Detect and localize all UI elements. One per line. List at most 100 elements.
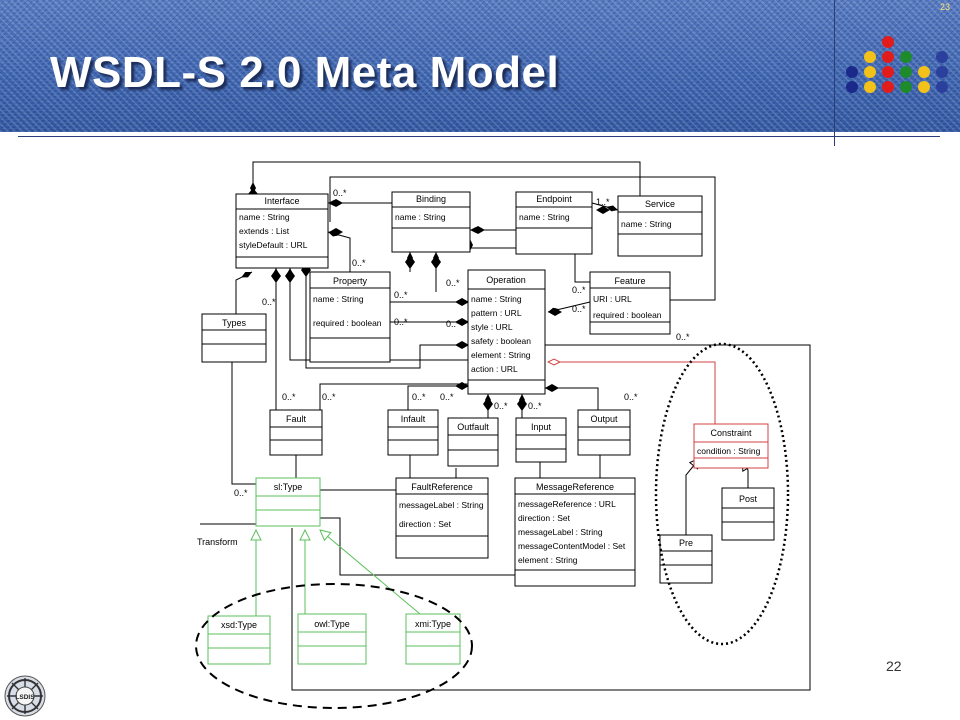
edge-feature-interface [329, 176, 716, 301]
logo-dot [882, 66, 894, 78]
logo-dot [864, 81, 876, 93]
edge-operation-interface-2 [303, 262, 468, 369]
logo-dot [936, 66, 948, 78]
class-feature: Feature URI : URL required : boolean [589, 271, 671, 335]
class-name: Output [590, 414, 618, 424]
edge-constraint-operation [548, 362, 716, 424]
class-name: xsd:Type [221, 620, 257, 630]
class-endpoint: Endpoint name : String [515, 191, 593, 255]
edge-pre-constraint [685, 458, 700, 535]
generalization-edges [256, 530, 421, 616]
logo-dot [936, 81, 948, 93]
class-attr: extends : List [239, 226, 290, 236]
header-vertical-divider [834, 0, 835, 146]
class-fault-reference: FaultReference messageLabel : String dir… [395, 477, 489, 559]
edge-types-interface [235, 271, 253, 314]
diamond-marker [545, 384, 559, 392]
slide-title: WSDL-S 2.0 Meta Model [50, 48, 560, 97]
multiplicity-label: 0..* [446, 278, 460, 288]
logo-dot [846, 81, 858, 93]
edge-operation-interface [287, 268, 468, 361]
class-input: Input [515, 417, 567, 463]
class-name: Input [531, 422, 552, 432]
edge-operation-constraint-frame [291, 344, 811, 691]
logo-text: LSDIS [15, 694, 35, 701]
class-attr: name : String [471, 294, 522, 304]
class-attr: messageContentModel : Set [518, 541, 626, 551]
edge-service-interface [250, 161, 641, 196]
multiplicity-label: 0..* [394, 317, 408, 327]
multiplicity-label: 0..* [352, 258, 366, 268]
class-interface: Interface name : String extends : List s… [235, 193, 329, 269]
class-attr: name : String [395, 212, 446, 222]
class-post: Post [721, 487, 775, 541]
class-infault: Infault [387, 409, 439, 456]
multiplicity-label: 0..* [394, 290, 408, 300]
multiplicity-label: 0..* [440, 392, 454, 402]
class-service: Service name : String [617, 195, 703, 257]
class-attr: required : boolean [593, 310, 662, 320]
class-name: Property [333, 276, 368, 286]
class-binding: Binding name : String [391, 191, 471, 253]
multiplicity-label: 0..* [572, 285, 586, 295]
class-attr: required : boolean [313, 318, 382, 328]
logo-dot [900, 66, 912, 78]
multiplicity-label: 0..* [446, 319, 460, 329]
type-highlight-ellipse [195, 583, 473, 709]
class-xmi-type: xmi:Type [405, 613, 461, 665]
multiplicity-label: 0..* [676, 332, 690, 342]
class-attr: name : String [239, 212, 290, 222]
diamond-marker [455, 382, 469, 390]
diamond-marker [471, 226, 485, 234]
class-attr: safety : boolean [471, 336, 531, 346]
class-attr: messageLabel : String [399, 500, 484, 510]
transform-label: Transform [197, 537, 238, 547]
edge-fault-interface-2 [319, 383, 468, 410]
diamond-marker [455, 341, 469, 349]
header-banner: WSDL-S 2.0 Meta Model 23 [0, 0, 960, 132]
class-name: owl:Type [314, 619, 350, 629]
class-name: Binding [416, 194, 446, 204]
diamond-marker [405, 255, 415, 269]
class-name: FaultReference [411, 482, 473, 492]
logo-dot [918, 81, 930, 93]
diamond-marker [517, 397, 527, 411]
edge-endpoint-service [591, 202, 619, 212]
class-attr: action : URL [471, 364, 518, 374]
class-name: Operation [486, 275, 526, 285]
class-attr: pattern : URL [471, 308, 522, 318]
diamond-marker [455, 318, 469, 326]
class-name: sl:Type [274, 482, 303, 492]
multiplicity-label: 0..* [333, 188, 347, 198]
class-name: Feature [614, 276, 645, 286]
edge-property-interface [327, 230, 351, 272]
class-message-reference: MessageReference messageReference : URL … [514, 477, 636, 587]
diamond-marker [548, 308, 562, 316]
logo-dot [882, 81, 894, 93]
class-property: Property name : String required : boolea… [309, 271, 391, 363]
edge-types-sltype [231, 362, 256, 485]
multiplicity-label: 0..* [234, 488, 248, 498]
class-pre: Pre [659, 534, 713, 584]
class-attr: name : String [621, 219, 672, 229]
logo-dot [918, 66, 930, 78]
diamond-marker [271, 269, 281, 283]
diamond-marker [329, 199, 343, 207]
multiplicity-labels: 0..* 1..* 0..* 0..* 0..* 0..* 0..* 0..* … [197, 188, 690, 547]
logo-dot [864, 66, 876, 78]
class-operation: Operation name : String pattern : URL st… [467, 269, 546, 395]
logo-dot [936, 51, 948, 63]
class-name: Constraint [710, 428, 752, 438]
multiplicity-label: 0..* [322, 392, 336, 402]
class-sltype: sl:Type [255, 477, 321, 527]
class-name: Fault [286, 414, 307, 424]
logo-dot [900, 51, 912, 63]
class-attr: element : String [518, 555, 578, 565]
class-attr: messageLabel : String [518, 527, 603, 537]
class-attr: URI : URL [593, 294, 632, 304]
diamond-marker [483, 397, 493, 411]
class-attr: style : URL [471, 322, 513, 332]
logo-dot [882, 51, 894, 63]
class-output: Output [577, 409, 631, 456]
